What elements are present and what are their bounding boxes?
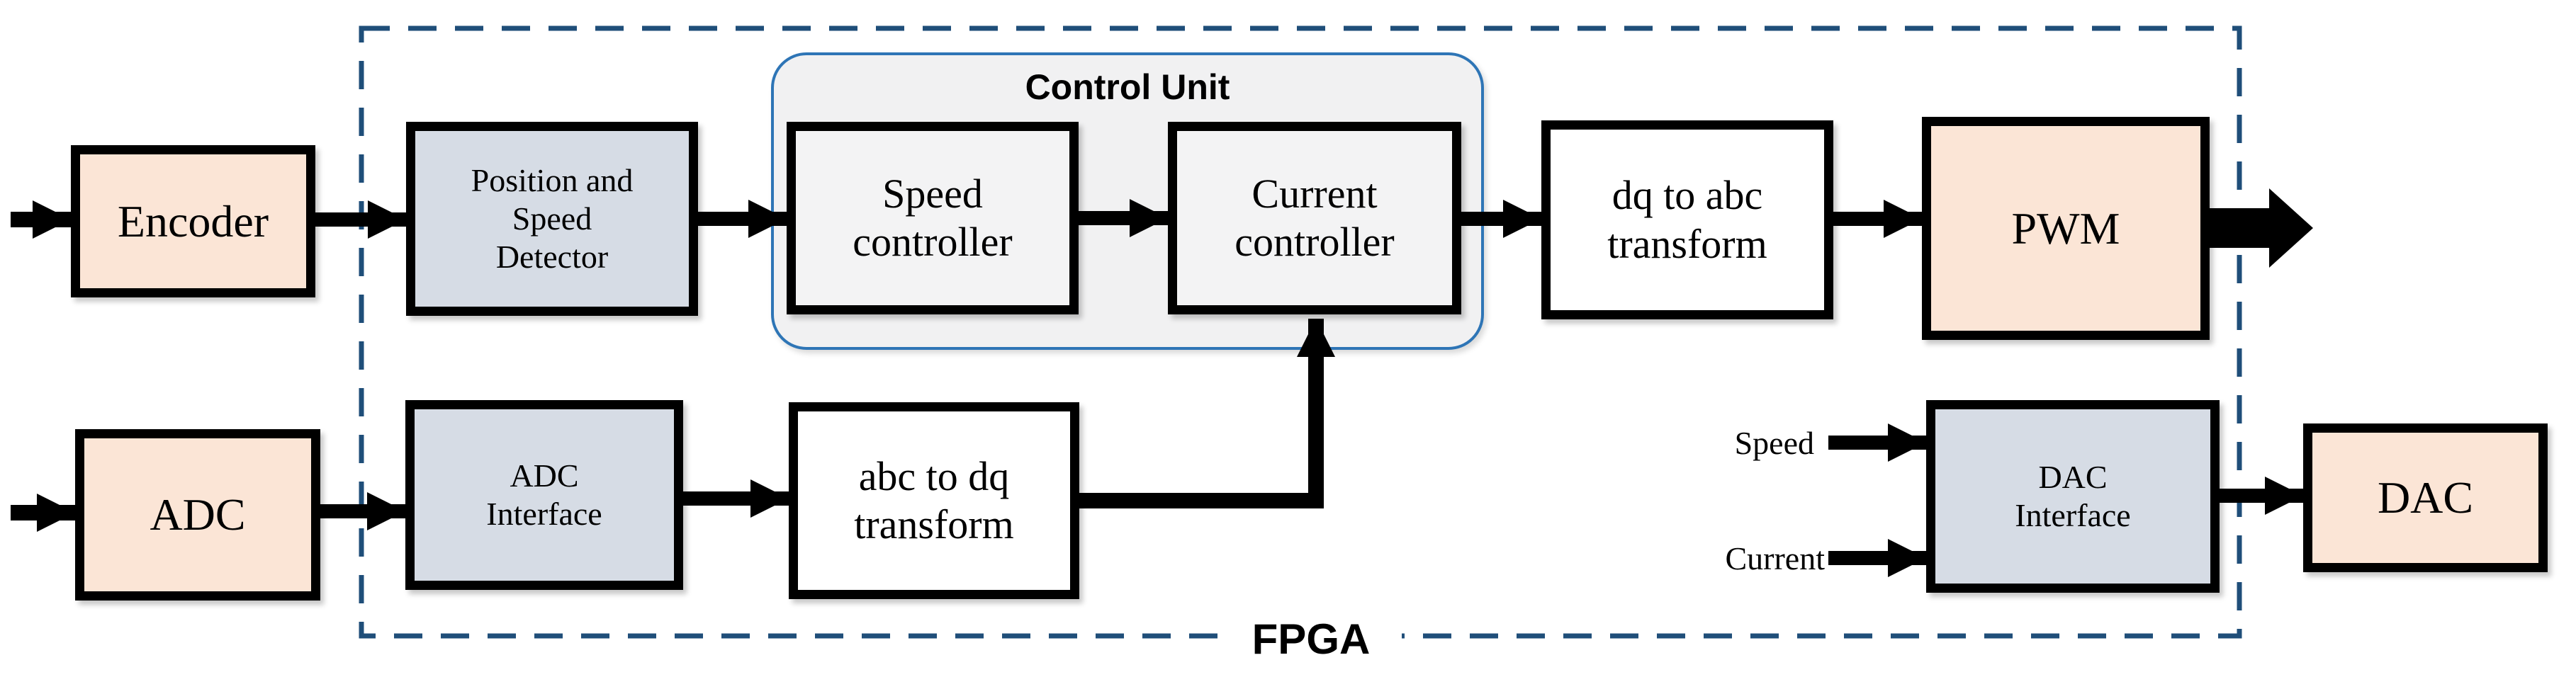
arrow-pwm-output-fat [2210, 188, 2313, 268]
block-adc-interface: ADC Interface [405, 400, 683, 590]
block-dac-interface: DAC Interface [1926, 400, 2220, 593]
block-position-speed-detector: Position and Speed Detector [406, 122, 698, 316]
dq-to-abc-label: dq to abc transform [1607, 172, 1767, 267]
current-signal-label: Current [1725, 540, 1825, 576]
block-abc-to-dq-transform: abc to dq transform [789, 402, 1079, 599]
block-speed-controller: Speed controller [787, 122, 1079, 314]
dac-interface-label: DAC Interface [2015, 458, 2131, 533]
fpga-label: FPGA [1220, 605, 1402, 673]
block-adc: ADC [75, 429, 320, 601]
position-speed-detector-label: Position and Speed Detector [471, 161, 634, 275]
encoder-label: Encoder [117, 195, 269, 246]
current-controller-label: Current controller [1234, 170, 1395, 265]
fpga-dashed-border [359, 25, 2242, 639]
abc-to-dq-label: abc to dq transform [854, 453, 1014, 547]
block-pwm: PWM [1922, 117, 2210, 340]
speed-controller-label: Speed controller [853, 170, 1013, 265]
arrow-abc-dq-to-current-controller [1079, 319, 1335, 508]
block-current-controller: Current controller [1168, 122, 1461, 314]
block-dac: DAC [2303, 423, 2548, 572]
adc-label: ADC [150, 489, 246, 540]
pwm-label: PWM [2011, 203, 2120, 254]
dac-label: DAC [2377, 472, 2474, 523]
control-unit-title: Control Unit [1025, 67, 1230, 107]
adc-interface-label: ADC Interface [486, 457, 602, 532]
block-dq-to-abc-transform: dq to abc transform [1541, 120, 1833, 319]
speed-signal-label: Speed [1734, 424, 1814, 461]
block-encoder: Encoder [71, 145, 315, 297]
